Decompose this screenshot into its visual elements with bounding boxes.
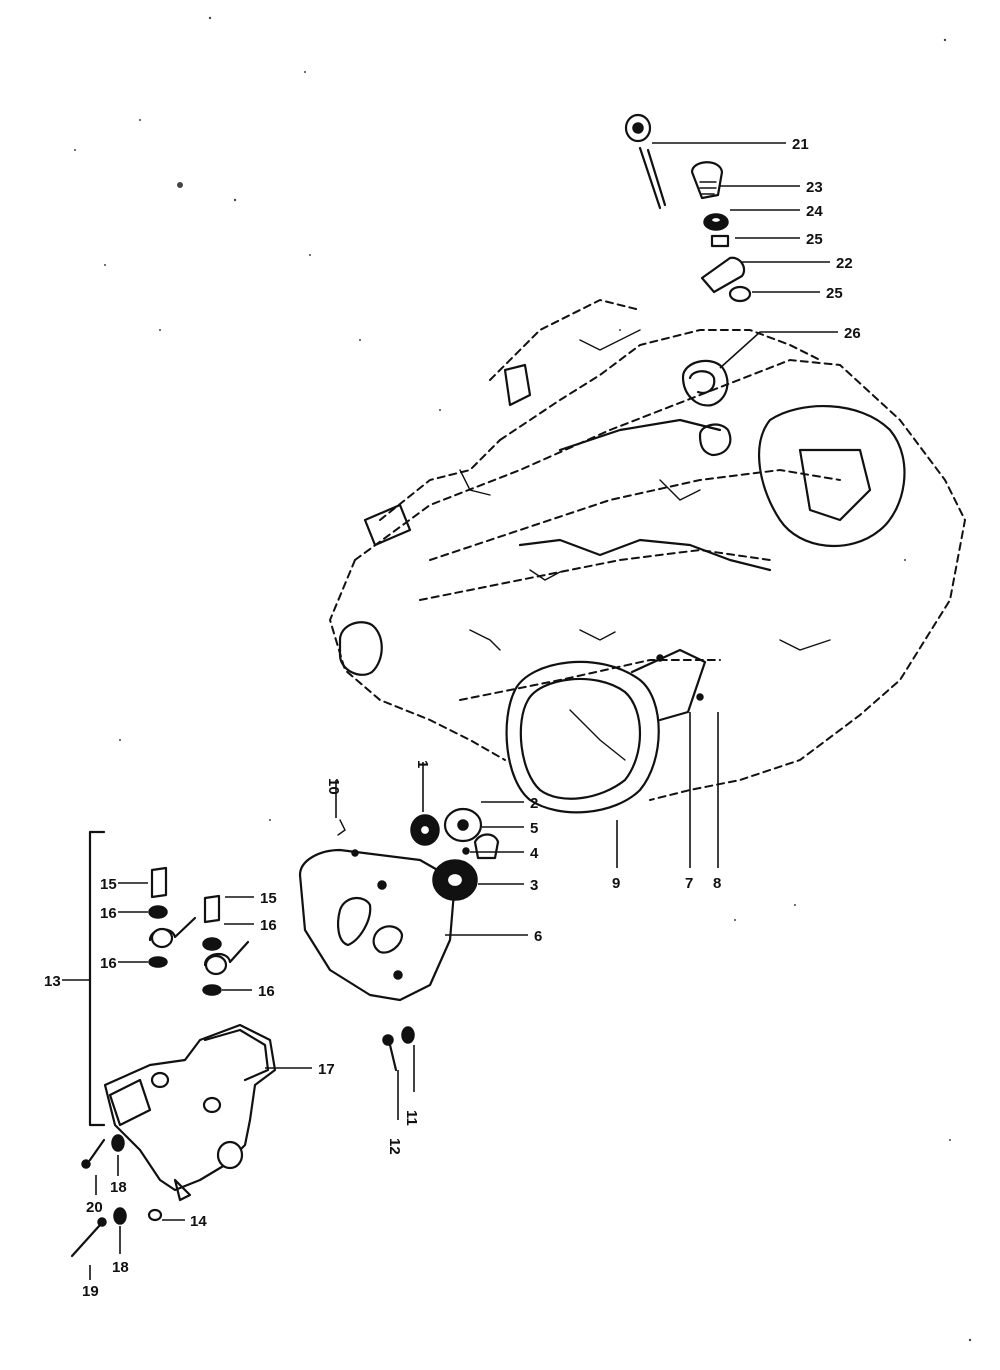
callout-7: 7 bbox=[685, 875, 693, 892]
callout-18a: 18 bbox=[110, 1179, 127, 1196]
top-banjo-bolt-assembly bbox=[624, 113, 752, 303]
callout-13: 13 bbox=[44, 973, 61, 990]
callout-19: 19 bbox=[82, 1283, 99, 1300]
plug-14 bbox=[147, 1208, 163, 1222]
banjo-22 bbox=[700, 256, 746, 294]
pump-housing bbox=[103, 1023, 277, 1222]
callout-25b: 25 bbox=[826, 285, 843, 302]
callout-3: 3 bbox=[530, 877, 538, 894]
callout-5: 5 bbox=[530, 820, 538, 837]
bolt-23 bbox=[690, 161, 724, 200]
callout-9: 9 bbox=[612, 875, 620, 892]
bolt-15a bbox=[150, 866, 168, 899]
leader-lines bbox=[62, 142, 838, 1280]
scan-specks bbox=[74, 16, 972, 1342]
pin-5 bbox=[462, 847, 470, 855]
fasteners bbox=[70, 1026, 415, 1258]
bolt-15b bbox=[203, 894, 221, 924]
callout-20: 20 bbox=[86, 1199, 103, 1216]
callout-1: 1 bbox=[414, 760, 431, 768]
callout-10: 10 bbox=[325, 778, 342, 795]
callout-15a: 15 bbox=[100, 876, 117, 893]
group-bracket-13 bbox=[88, 830, 106, 1127]
pump-cover-plate bbox=[298, 848, 457, 1002]
pump-gears bbox=[337, 807, 500, 901]
callout-22: 22 bbox=[836, 255, 853, 272]
callout-4: 4 bbox=[530, 845, 539, 862]
callout-25a: 25 bbox=[806, 231, 823, 248]
callout-8: 8 bbox=[713, 875, 721, 892]
callout-11: 11 bbox=[403, 1110, 420, 1126]
callout-16c: 16 bbox=[260, 917, 277, 934]
callout-labels: 21 23 24 25 22 25 26 2 5 4 3 6 9 7 8 1 1… bbox=[44, 136, 861, 1300]
callout-16d: 16 bbox=[258, 983, 275, 1000]
callout-24: 24 bbox=[806, 203, 823, 220]
callout-12: 12 bbox=[386, 1138, 403, 1155]
pipe-21 bbox=[646, 148, 667, 207]
callout-2: 2 bbox=[530, 795, 538, 812]
callout-23: 23 bbox=[806, 179, 823, 196]
banjo-fittings bbox=[148, 866, 250, 996]
callout-17: 17 bbox=[318, 1061, 335, 1078]
shaft-4 bbox=[473, 833, 500, 860]
washer-25b bbox=[728, 285, 752, 303]
callout-16b: 16 bbox=[100, 955, 117, 972]
crankcase-housing bbox=[328, 298, 967, 814]
callout-21: 21 bbox=[792, 136, 809, 153]
callout-15b: 15 bbox=[260, 890, 277, 907]
callout-14: 14 bbox=[190, 1213, 207, 1230]
callout-6: 6 bbox=[534, 928, 542, 945]
callout-16a: 16 bbox=[100, 905, 117, 922]
washer-25 bbox=[710, 234, 730, 248]
clip-10 bbox=[337, 819, 346, 836]
callout-18b: 18 bbox=[112, 1259, 129, 1276]
callout-26: 26 bbox=[844, 325, 861, 342]
